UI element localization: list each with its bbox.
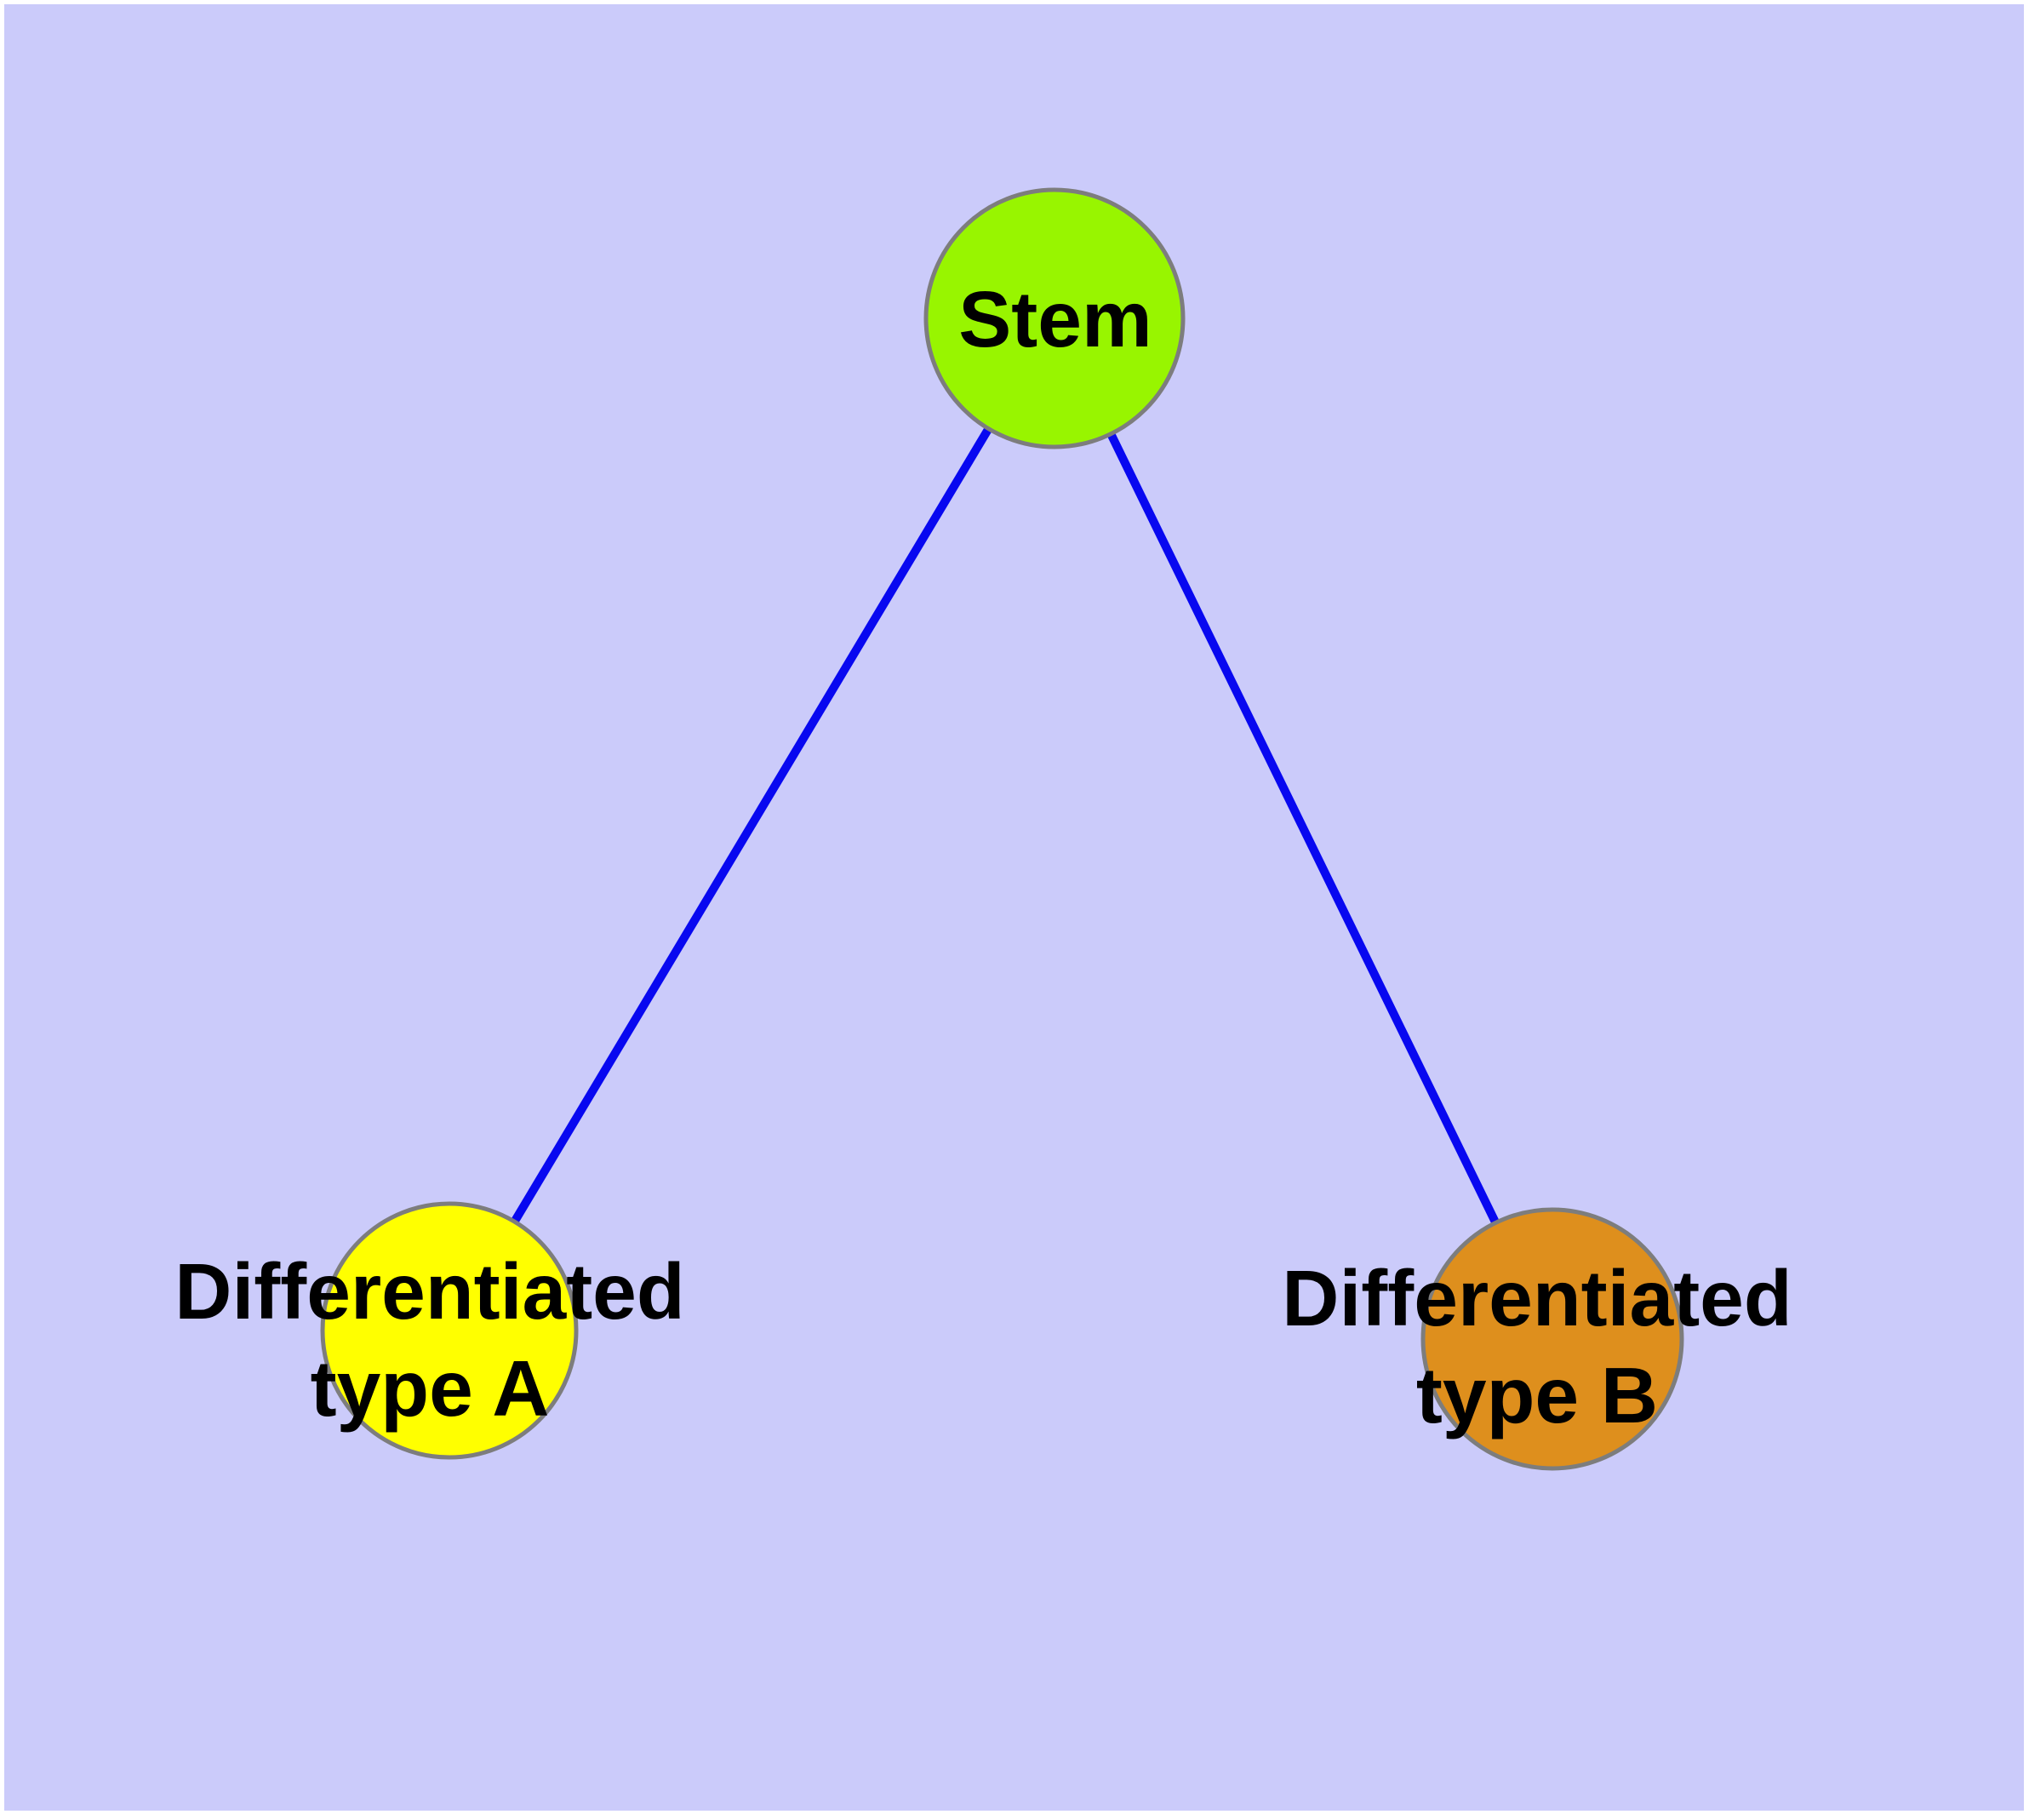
edge-stem-to-type-a bbox=[445, 316, 1059, 1333]
node-differentiated-type-a-label-line2: type A bbox=[311, 1344, 550, 1433]
node-differentiated-type-a-label-line1: Differentiated bbox=[174, 1247, 684, 1336]
node-differentiated-type-b-circle bbox=[1420, 1207, 1684, 1471]
node-stem-label: Stem bbox=[958, 275, 1152, 363]
node-differentiated-type-b-label-line1: Differentiated bbox=[1282, 1254, 1792, 1342]
edge-stem-to-type-b bbox=[1050, 316, 1557, 1342]
node-differentiated-type-b-label-line2: type B bbox=[1416, 1351, 1658, 1439]
node-differentiated-type-a-circle bbox=[320, 1201, 579, 1460]
node-stem-circle bbox=[923, 187, 1186, 449]
